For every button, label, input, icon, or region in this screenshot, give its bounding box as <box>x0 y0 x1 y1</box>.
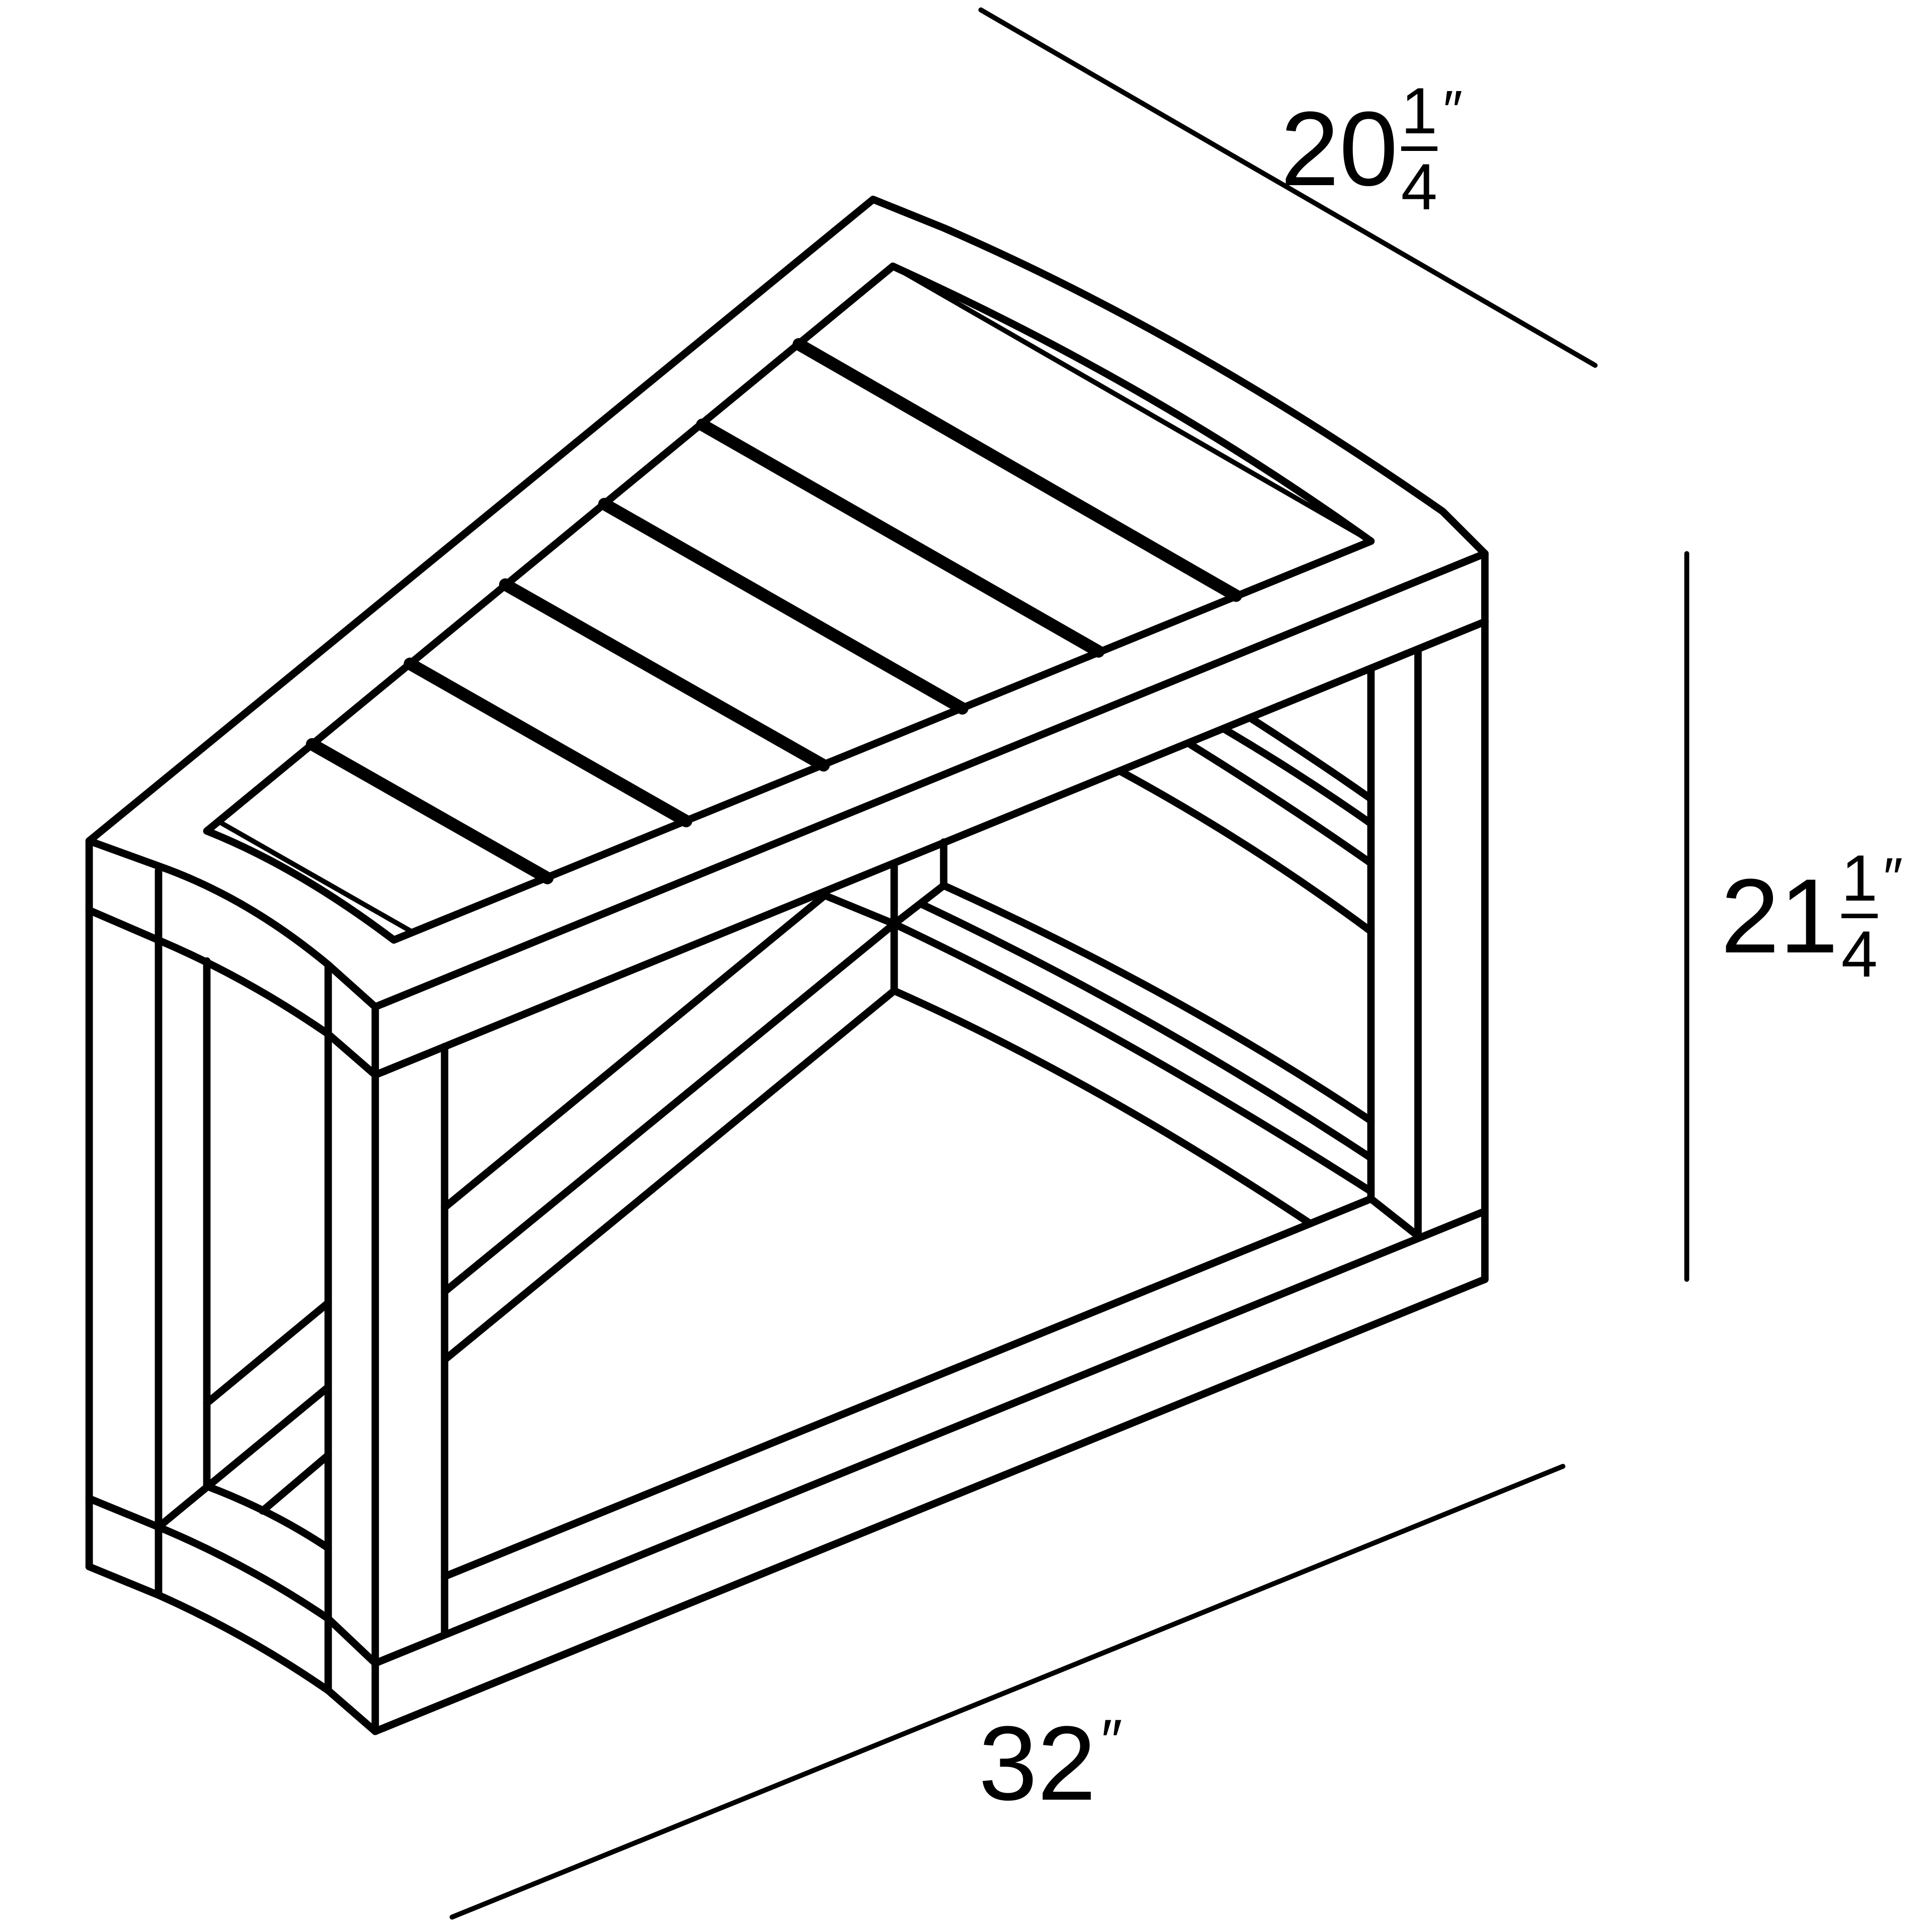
height-numerator: 1 <box>1841 841 1878 915</box>
depth-unit: ″ <box>1440 79 1460 141</box>
height-whole: 21 <box>1721 856 1838 975</box>
slat-line <box>305 738 554 884</box>
depth-denominator: 4 <box>1401 150 1437 223</box>
depth-whole: 20 <box>1280 89 1398 208</box>
depth-numerator: 1 <box>1401 74 1437 147</box>
slat-line <box>696 418 1105 658</box>
height-denominator: 4 <box>1841 917 1878 991</box>
depth-dimension-line <box>978 7 1598 368</box>
length-whole: 32 <box>979 1704 1096 1822</box>
slat-line <box>792 338 1242 602</box>
height-unit: ″ <box>1880 847 1900 909</box>
top-outer-edge <box>85 195 1489 1011</box>
slat-line <box>404 658 692 828</box>
length-unit: ″ <box>1098 1707 1120 1775</box>
top-inner-edge <box>203 262 1375 944</box>
slat-line <box>598 498 969 715</box>
slat-line <box>499 578 830 772</box>
length-dimension-line <box>449 1464 1566 1920</box>
length-label: 32″ <box>979 1711 1119 1816</box>
